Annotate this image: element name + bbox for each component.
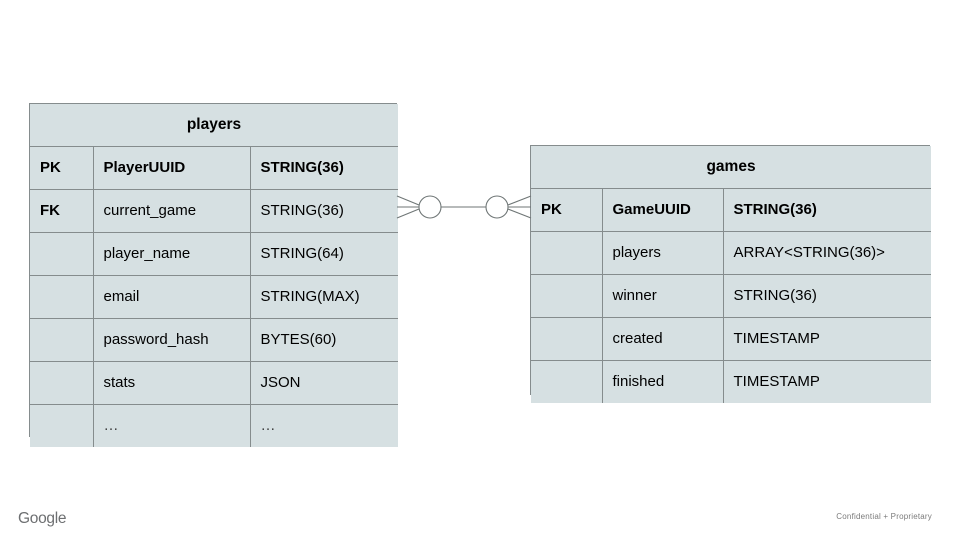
row-field-name: PlayerUUID <box>92 146 251 190</box>
entity-table-games[interactable]: games PK GameUUID STRING(36) players ARR… <box>530 145 932 403</box>
row-field-type: JSON <box>249 361 398 405</box>
row-key-badge <box>30 361 94 405</box>
row-field-type: STRING(36) <box>249 189 398 233</box>
table-row[interactable]: finished TIMESTAMP <box>531 360 932 403</box>
cardinality-circle-right <box>485 195 509 219</box>
table-row[interactable]: email STRING(MAX) <box>30 275 398 319</box>
row-key-badge <box>30 318 94 362</box>
crowsfoot-left-lower-prong <box>396 208 420 219</box>
relationship-connector-players-games[interactable] <box>395 184 535 230</box>
row-field-name: current_game <box>92 189 251 233</box>
table-row[interactable]: FK current_game STRING(36) <box>30 189 398 233</box>
confidential-footer-text: Confidential + Proprietary <box>836 512 932 521</box>
row-field-type: ARRAY<STRING(36)> <box>722 231 932 275</box>
row-field-type: STRING(MAX) <box>249 275 398 319</box>
row-key-badge: PK <box>531 188 603 232</box>
row-field-name: password_hash <box>92 318 251 362</box>
google-logo: Google <box>18 510 66 527</box>
row-key-badge <box>30 232 94 276</box>
row-field-type: STRING(36) <box>722 274 932 318</box>
row-field-type: TIMESTAMP <box>722 360 932 403</box>
crowsfoot-left-upper-prong <box>396 195 420 206</box>
row-field-name: created <box>601 317 724 361</box>
row-field-type: … <box>249 404 398 447</box>
row-key-badge <box>531 317 603 361</box>
row-field-name: player_name <box>92 232 251 276</box>
row-field-name: finished <box>601 360 724 403</box>
entity-title-players: players <box>30 104 398 147</box>
table-row[interactable]: PK PlayerUUID STRING(36) <box>30 146 398 190</box>
row-field-type: STRING(64) <box>249 232 398 276</box>
row-key-badge <box>531 360 603 403</box>
row-key-badge <box>531 274 603 318</box>
table-row[interactable]: players ARRAY<STRING(36)> <box>531 231 932 275</box>
row-key-badge <box>531 231 603 275</box>
row-key-badge: PK <box>30 146 94 190</box>
row-field-type: STRING(36) <box>249 146 398 190</box>
table-row[interactable]: stats JSON <box>30 361 398 405</box>
cardinality-circle-left <box>418 195 442 219</box>
row-field-name: winner <box>601 274 724 318</box>
row-field-type: BYTES(60) <box>249 318 398 362</box>
table-row[interactable]: password_hash BYTES(60) <box>30 318 398 362</box>
table-row[interactable]: winner STRING(36) <box>531 274 932 318</box>
row-field-name: GameUUID <box>601 188 724 232</box>
entity-title-row: games <box>531 146 932 189</box>
row-field-type: TIMESTAMP <box>722 317 932 361</box>
entity-table-players[interactable]: players PK PlayerUUID STRING(36) FK curr… <box>29 103 398 447</box>
row-key-badge <box>30 275 94 319</box>
players-table: players PK PlayerUUID STRING(36) FK curr… <box>30 104 398 447</box>
row-field-name: … <box>92 404 251 447</box>
entity-title-games: games <box>531 146 932 189</box>
games-table: games PK GameUUID STRING(36) players ARR… <box>531 146 932 403</box>
row-key-badge <box>30 404 94 447</box>
google-logo-text: Google <box>18 510 66 527</box>
row-field-name: players <box>601 231 724 275</box>
row-key-badge: FK <box>30 189 94 233</box>
entity-title-row: players <box>30 104 398 147</box>
table-row[interactable]: player_name STRING(64) <box>30 232 398 276</box>
table-row-ellipsis[interactable]: … … <box>30 404 398 447</box>
crowsfoot-right-upper-prong <box>507 195 532 206</box>
table-row[interactable]: PK GameUUID STRING(36) <box>531 188 932 232</box>
table-row[interactable]: created TIMESTAMP <box>531 317 932 361</box>
row-field-name: stats <box>92 361 251 405</box>
row-field-name: email <box>92 275 251 319</box>
crowsfoot-right-lower-prong <box>507 208 532 219</box>
row-field-type: STRING(36) <box>722 188 932 232</box>
